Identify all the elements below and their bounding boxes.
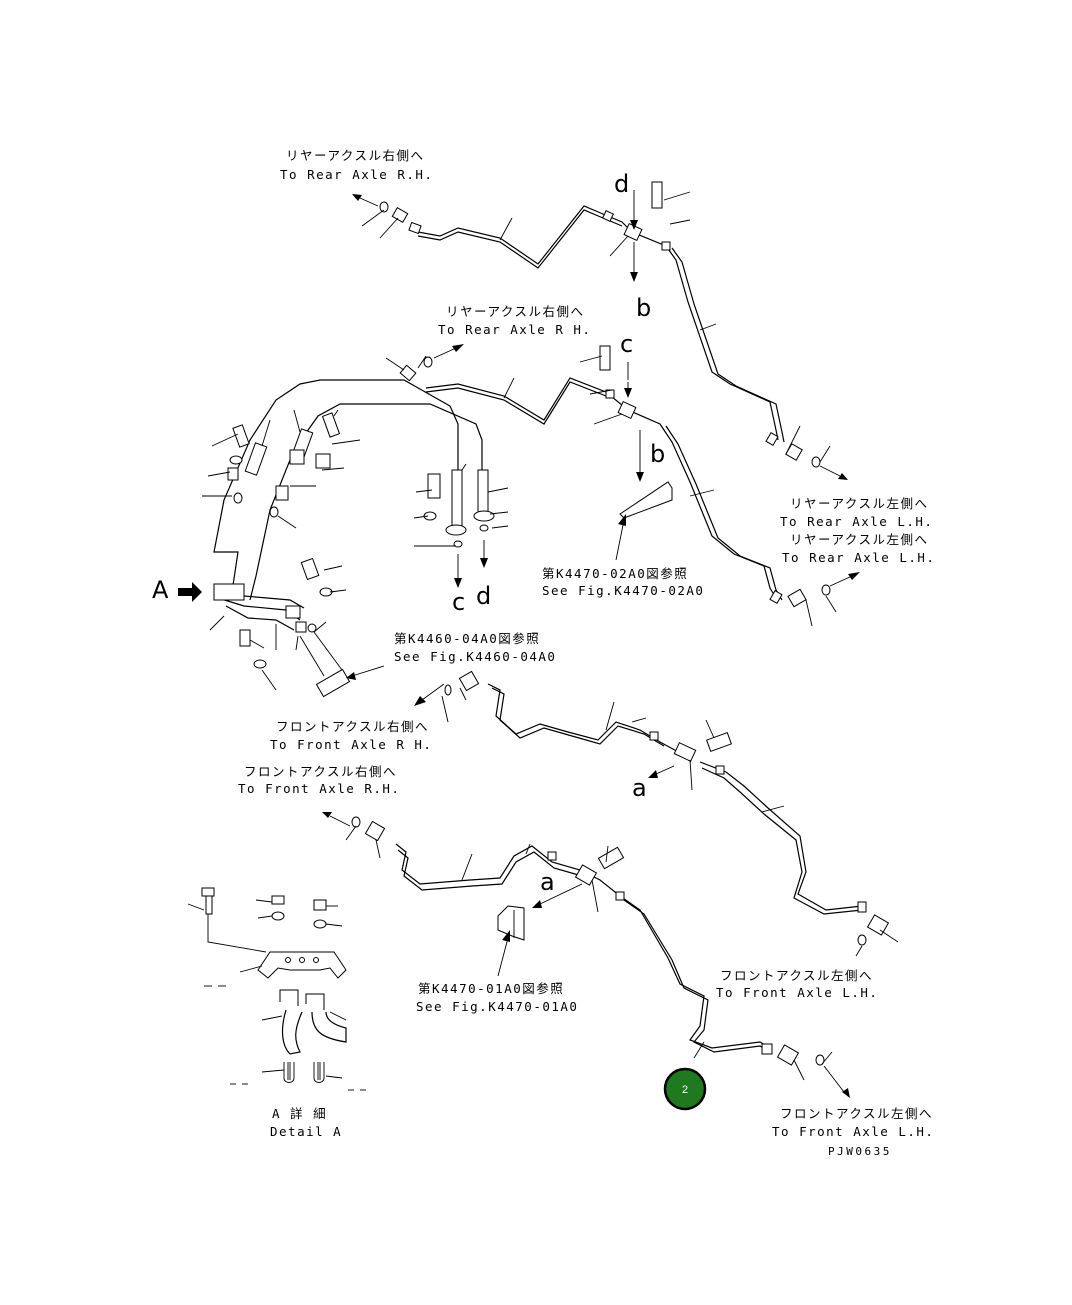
ref-k4470-02-jp: 第K4470-02A0図参照 (542, 566, 688, 581)
letter-c-mid: c (620, 330, 633, 358)
detail-a-en: Detail A (270, 1124, 342, 1139)
rear-rh-2-en: To Rear Axle R H. (438, 322, 591, 337)
letter-a-view: A (152, 576, 169, 604)
front-rh-2-jp: フロントアクスル右側へ (244, 764, 397, 779)
letter-a-right: a (632, 774, 647, 802)
front-axle-lower-pipe-group (322, 812, 850, 1098)
rear-lh-1-jp: リヤーアクスル左側へ (790, 496, 929, 511)
ref-k4460-04-en: See Fig.K4460-04A0 (394, 649, 556, 664)
front-rh-2-en: To Front Axle R.H. (238, 781, 400, 796)
letter-c-low: c (452, 588, 465, 616)
detail-a-jp: A 詳 細 (272, 1106, 327, 1121)
item-marker-2[interactable]: 2 (663, 1067, 707, 1111)
letter-a-lower: a (540, 868, 555, 896)
callout-labels: リヤーアクスル右側へ To Rear Axle R.H. リヤーアクスル右側へ … (238, 148, 935, 1158)
marker-label: 2 (682, 1084, 688, 1096)
letter-d-low: d (476, 582, 491, 610)
rear-axle-upper-pipe-group (352, 181, 848, 480)
detail-a-view (187, 887, 366, 1091)
front-rh-1-jp: フロントアクスル右側へ (276, 719, 429, 734)
front-lh-1-en: To Front Axle L.H. (716, 985, 878, 1000)
ref-k4470-01-jp: 第K4470-01A0図参照 (418, 981, 564, 996)
rear-lh-2-jp: リヤーアクスル左側へ (790, 532, 929, 547)
letter-b-mid: b (650, 440, 665, 468)
rear-lh-2-en: To Rear Axle L.H. (782, 550, 935, 565)
rear-rh-1-jp: リヤーアクスル右側へ (286, 148, 425, 163)
drawing-code: PJW0635 (828, 1145, 892, 1158)
rear-rh-1-en: To Rear Axle R.H. (280, 167, 433, 182)
rear-rh-2-jp: リヤーアクスル右側へ (446, 304, 585, 319)
front-rh-1-en: To Front Axle R H. (270, 737, 432, 752)
marker-circle[interactable] (663, 1067, 707, 1111)
ref-k4460-04-jp: 第K4460-04A0図参照 (394, 631, 540, 646)
front-axle-upper-pipe-group (414, 670, 899, 957)
ref-k4470-02-en: See Fig.K4470-02A0 (542, 583, 704, 598)
front-lh-2-jp: フロントアクスル左側へ (780, 1106, 933, 1121)
view-letters: d b c b c d A a a (152, 170, 665, 896)
letter-d-top: d (614, 170, 629, 198)
rear-lh-1-en: To Rear Axle L.H. (780, 514, 933, 529)
front-lh-2-en: To Front Axle L.H. (772, 1124, 934, 1139)
ref-k4470-01-en: See Fig.K4470-01A0 (416, 999, 578, 1014)
rear-axle-lower-pipe-group (385, 344, 860, 627)
brake-valve-hose-assembly (178, 379, 509, 698)
front-lh-1-jp: フロントアクスル左側へ (720, 968, 873, 983)
letter-b-top: b (636, 294, 651, 322)
